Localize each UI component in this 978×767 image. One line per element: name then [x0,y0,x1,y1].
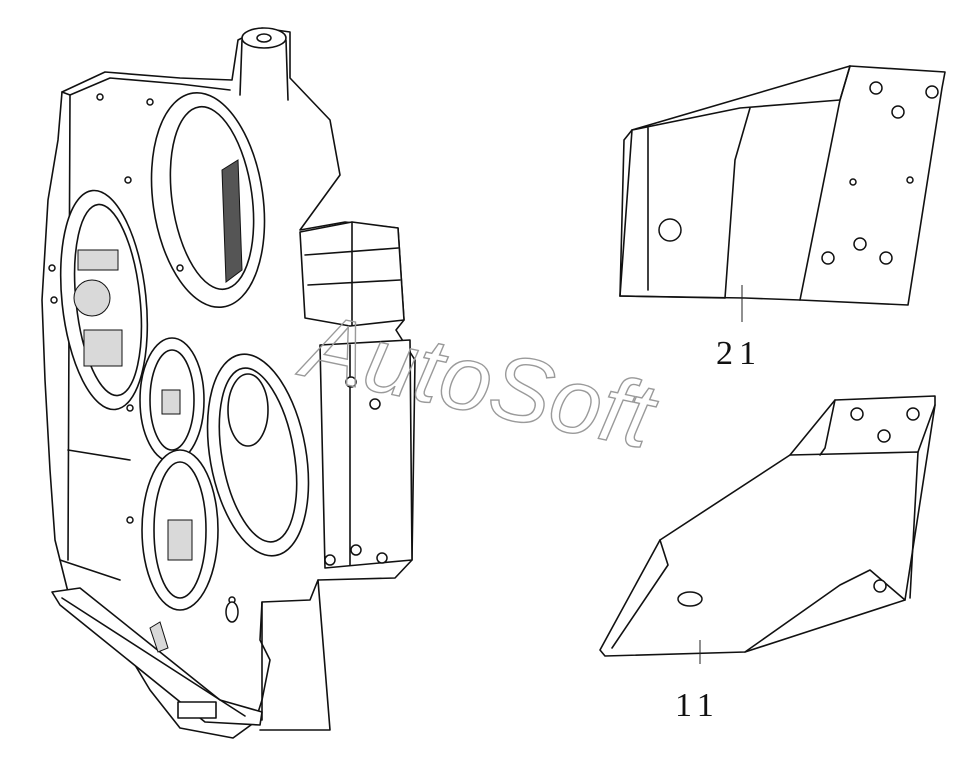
gear-housing-assembly [41,27,416,739]
callout-label-21: 21 [716,335,762,372]
bracket-11 [599,395,936,664]
callout-label-11: 11 [675,687,720,724]
bracket-21 [619,65,946,322]
